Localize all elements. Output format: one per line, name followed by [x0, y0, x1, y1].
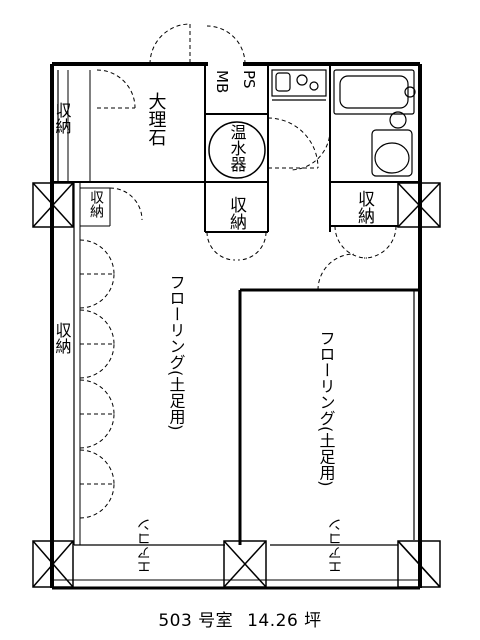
bath-fixtures — [333, 69, 416, 177]
storage-center-label: 収納 — [226, 196, 247, 231]
water-heater-label: 温水器 — [228, 124, 247, 172]
ps-label: PS — [240, 70, 258, 89]
floor-plan-caption: 503 号室 14.26 坪 — [0, 606, 480, 631]
storage-left-long-label: 収納 — [53, 322, 72, 355]
flooring-right-label: フローリング(土足用) — [317, 330, 336, 486]
marble-floor-label: 大理石 — [146, 92, 167, 146]
aircon-left-label: エアコン — [137, 518, 153, 574]
mb-label: MB — [213, 70, 231, 93]
columns — [32, 182, 441, 588]
outer-walls — [50, 62, 422, 590]
storage-right-label: 収納 — [354, 190, 375, 225]
area-value: 14.26 坪 — [247, 611, 322, 631]
flooring-left-label: フローリング(土足用) — [167, 274, 186, 430]
water-heater-tank — [208, 121, 266, 179]
aircon-right-label: エアコン — [328, 518, 344, 574]
room-number: 503 号室 — [158, 611, 234, 631]
storage-top-left-label: 収納 — [53, 102, 72, 135]
storage-small-label: 収納 — [88, 190, 104, 219]
kitchen-fixtures — [271, 69, 327, 101]
door-swings — [79, 23, 397, 519]
